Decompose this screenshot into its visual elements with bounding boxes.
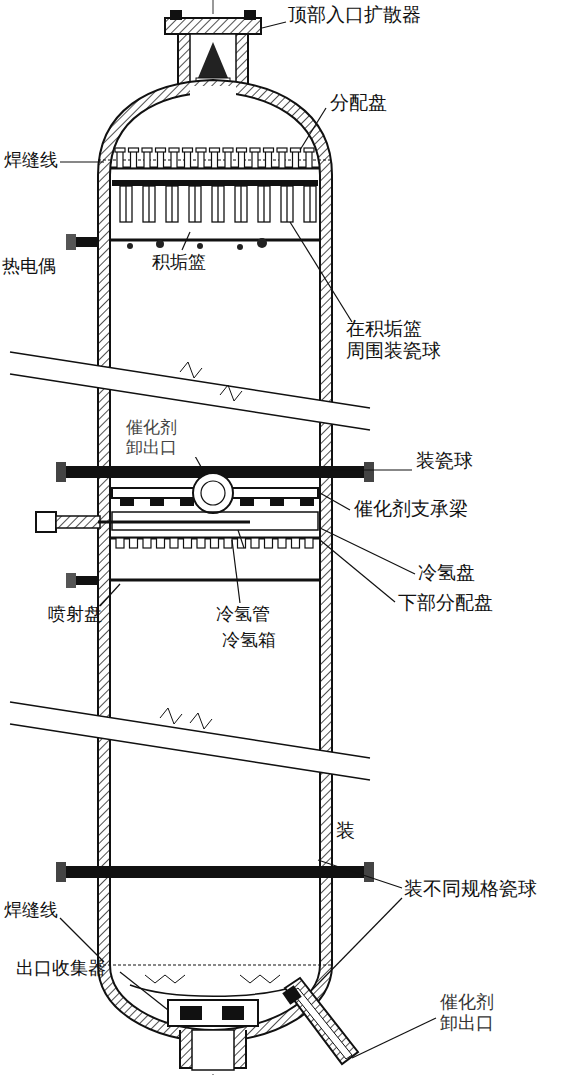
internal-part xyxy=(252,150,258,168)
internal-part xyxy=(293,150,299,168)
internal-part xyxy=(210,148,220,152)
internal-part xyxy=(171,186,172,222)
internal-part xyxy=(225,150,231,168)
internal-part xyxy=(309,186,310,222)
internal-part xyxy=(117,150,123,168)
internal-part xyxy=(304,186,316,222)
part-label: 积垢篮 xyxy=(152,252,206,273)
part-label: 催化剂支承梁 xyxy=(354,498,504,520)
part-label: 焊缝线 xyxy=(4,900,74,921)
internal-part xyxy=(131,150,137,168)
internal-part xyxy=(251,538,259,548)
internal-part xyxy=(224,538,232,548)
internal-part xyxy=(183,148,193,152)
internal-part xyxy=(157,538,165,548)
internal-part xyxy=(143,186,155,222)
part-label: 冷氢箱 xyxy=(222,630,276,651)
part-label: 在积垢篮 周围装瓷球 xyxy=(346,318,458,362)
internal-part xyxy=(125,186,126,222)
internal-part xyxy=(304,148,314,152)
internal-part xyxy=(270,498,284,506)
part-label: 喷射盘 xyxy=(48,604,128,625)
internal-part xyxy=(180,498,194,506)
internal-part xyxy=(223,148,233,152)
internal-part xyxy=(263,186,264,222)
internal-part xyxy=(148,186,149,222)
part-label: 分配盘 xyxy=(330,92,430,114)
internal-part xyxy=(169,148,179,152)
internal-part xyxy=(116,538,124,548)
internal-part xyxy=(144,150,150,168)
internal-part xyxy=(170,538,178,548)
part-label: 下部分配盘 xyxy=(398,592,518,614)
part-label: 冷氢管 xyxy=(216,604,270,625)
internal-part xyxy=(292,538,300,548)
internal-part xyxy=(184,538,192,548)
internal-part xyxy=(120,186,132,222)
internal-part xyxy=(130,538,138,548)
part-label: 冷氢盘 xyxy=(418,562,508,584)
internal-part xyxy=(185,150,191,168)
internal-part xyxy=(171,150,177,168)
internal-part xyxy=(198,150,204,168)
internal-part xyxy=(240,186,241,222)
internal-part xyxy=(306,150,312,168)
internal-part xyxy=(217,186,218,222)
part-label: 顶部入口扩散器 xyxy=(288,4,421,26)
internal-part xyxy=(143,538,151,548)
internal-part xyxy=(291,148,301,152)
internal-part xyxy=(129,148,139,152)
part-label: 焊缝线 xyxy=(4,150,74,171)
part-label: 催化剂 卸出口 xyxy=(126,418,198,457)
internal-part xyxy=(266,150,272,168)
part-label: 出口收集器 xyxy=(16,958,136,979)
internal-part xyxy=(158,150,164,168)
part-label: 装 xyxy=(336,820,366,842)
internal-part xyxy=(196,148,206,152)
internal-part xyxy=(240,498,254,506)
internal-part xyxy=(212,150,218,168)
internal-part xyxy=(278,538,286,548)
internal-part xyxy=(166,186,178,222)
internal-part xyxy=(237,148,247,152)
internal-part xyxy=(264,148,274,152)
internal-part xyxy=(142,148,152,152)
internal-part xyxy=(277,148,287,152)
internal-part xyxy=(120,498,134,506)
internal-part xyxy=(300,498,314,506)
internal-part xyxy=(235,186,247,222)
internal-part xyxy=(279,150,285,168)
part-label: 装瓷球 xyxy=(416,450,506,472)
internal-part xyxy=(197,538,205,548)
internal-part xyxy=(265,538,273,548)
internal-part xyxy=(189,186,201,222)
internal-part xyxy=(194,186,195,222)
internal-part xyxy=(305,538,313,548)
part-label: 热电偶 xyxy=(2,256,72,277)
internal-part xyxy=(281,186,293,222)
internal-part xyxy=(212,186,224,222)
internal-part xyxy=(150,498,164,506)
internal-part xyxy=(115,148,125,152)
internal-part xyxy=(239,150,245,168)
part-label: 催化剂 卸出口 xyxy=(440,992,516,1033)
internal-part xyxy=(258,186,270,222)
internal-part xyxy=(250,148,260,152)
internal-part xyxy=(211,538,219,548)
part-label: 装不同规格瓷球 xyxy=(404,878,564,900)
internal-part xyxy=(286,186,287,222)
internal-part xyxy=(156,148,166,152)
